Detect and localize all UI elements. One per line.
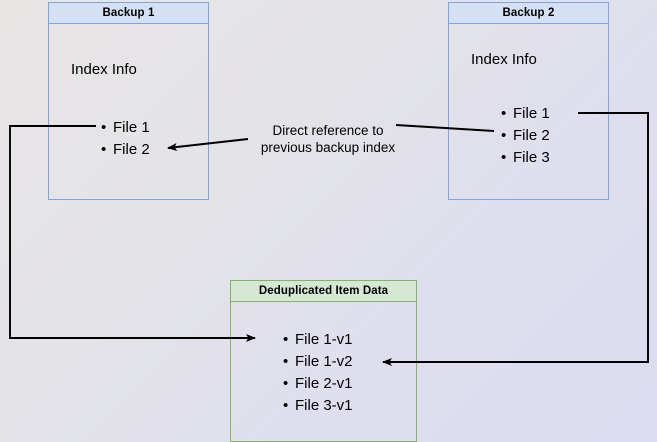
deduplicated-file-list: File 1-v1 File 1-v2 File 2-v1 File 3-v1: [279, 329, 352, 417]
backup-1-box: Backup 1 Index Info File 1 File 2: [48, 2, 209, 200]
deduplicated-item-data-header: Deduplicated Item Data: [231, 281, 416, 302]
backup-1-index-label: Index Info: [71, 61, 137, 78]
list-item: File 2: [501, 125, 550, 147]
deduplicated-item-data-title: Deduplicated Item Data: [258, 285, 389, 297]
backup-1-file-list: File 1 File 2: [97, 117, 150, 161]
backup-2-title: Backup 2: [502, 7, 555, 19]
list-item: File 3: [501, 147, 550, 169]
list-item: File 1: [501, 103, 550, 125]
list-item: File 1-v1: [283, 329, 352, 351]
backup-1-header: Backup 1: [49, 3, 208, 24]
backup-2-header: Backup 2: [449, 3, 608, 24]
list-item: File 2: [101, 139, 150, 161]
list-item: File 2-v1: [283, 373, 352, 395]
backup-2-index-label: Index Info: [471, 51, 537, 68]
list-item: File 1-v2: [283, 351, 352, 373]
annotation-line-1: Direct reference to: [272, 123, 384, 138]
direct-reference-annotation: Direct reference to previous backup inde…: [248, 122, 408, 156]
backup-1-title: Backup 1: [102, 7, 155, 19]
annotation-line-2: previous backup index: [260, 140, 396, 155]
backup-2-file-list: File 1 File 2 File 3: [497, 103, 550, 169]
deduplicated-item-data-box: Deduplicated Item Data File 1-v1 File 1-…: [230, 280, 417, 442]
list-item: File 1: [101, 117, 150, 139]
backup-2-box: Backup 2 Index Info File 1 File 2 File 3: [448, 2, 609, 200]
list-item: File 3-v1: [283, 395, 352, 417]
